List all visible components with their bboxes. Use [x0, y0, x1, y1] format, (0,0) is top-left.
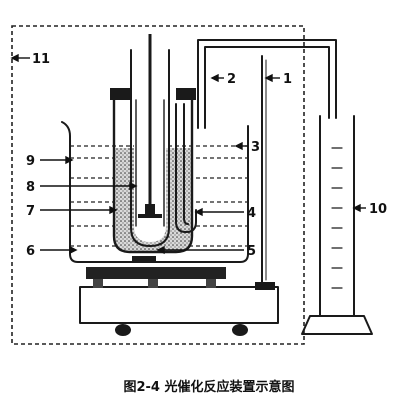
gas-outlet-tube	[197, 39, 337, 129]
label-9: 9	[26, 154, 35, 169]
label-8: 8	[26, 180, 35, 195]
aeration-tube	[175, 103, 197, 233]
support-plate	[86, 267, 226, 288]
gas-burette	[301, 115, 373, 335]
light-source-well	[130, 34, 170, 247]
label-4: 4	[247, 206, 256, 221]
label-1: 1	[283, 72, 292, 87]
label-7: 7	[26, 204, 35, 219]
water-bath-beaker	[61, 121, 249, 263]
stir-bar	[132, 256, 156, 261]
label-5: 5	[247, 244, 256, 259]
magnetic-stirrer	[79, 282, 279, 336]
label-6: 6	[26, 244, 35, 259]
leader-lines	[10, 53, 366, 255]
label-3: 3	[251, 140, 260, 155]
label-11: 11	[32, 52, 50, 67]
figure-caption: 图2-4 光催化反应装置示意图	[123, 379, 294, 395]
thermometer	[261, 55, 267, 285]
label-2: 2	[227, 72, 236, 87]
label-10: 10	[369, 202, 387, 217]
dark-box-enclosure	[11, 25, 305, 345]
